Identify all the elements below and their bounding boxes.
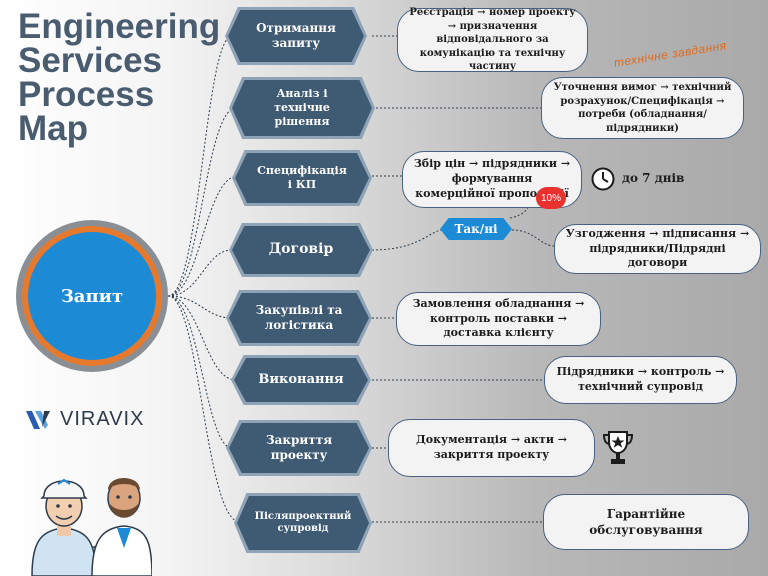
step-6-hexagon[interactable]: Виконання xyxy=(234,358,368,402)
step-2-hexagon[interactable]: Аналіз і технічне рішення xyxy=(232,80,372,136)
step-5-description: Замовлення обладнання → контроль поставк… xyxy=(396,292,601,346)
step-3-description: Збір цін → підрядники → формування комер… xyxy=(402,151,582,208)
step-4-label: Договір xyxy=(268,241,334,258)
title-line-2: Services xyxy=(18,41,163,80)
center-label: Запит xyxy=(60,285,124,307)
step-3-hexagon[interactable]: Специфікація і КП xyxy=(235,153,369,203)
step-1-description-text: Реєстрація → номер проекту → призначення… xyxy=(409,7,576,73)
step-4-description-text: Узгодження → підписання → підрядники/Під… xyxy=(565,226,750,270)
step-1-label: Отримання запиту xyxy=(256,21,336,50)
step-5-label: Закупівлі та логістика xyxy=(255,303,343,332)
duration-label: до 7 днів xyxy=(622,171,685,185)
step-7-label: Закриття проекту xyxy=(265,433,333,462)
step-2-description-text: Уточнення вимог → технічний розрахунок/С… xyxy=(553,82,732,134)
step-6-description-text: Підрядники → контроль → технічний супров… xyxy=(556,365,725,393)
step-7-hexagon[interactable]: Закриття проекту xyxy=(229,423,369,473)
viravix-logo-icon xyxy=(26,410,50,429)
clock-icon xyxy=(591,167,615,191)
step-7-description: Документація → акти → закриття проекту xyxy=(388,419,595,477)
step-8-description-text: Гарантійне обслуговування xyxy=(589,506,703,537)
trophy-icon xyxy=(602,431,634,464)
decision-label: Так/ні xyxy=(440,218,512,240)
step-4-description: Узгодження → підписання → підрядники/Під… xyxy=(554,224,761,274)
step-5-hexagon[interactable]: Закупівлі та логістика xyxy=(229,293,369,343)
step-2-label: Аналіз і технічне рішення xyxy=(274,87,330,128)
title-line-3: Process xyxy=(18,75,155,114)
step-6-description: Підрядники → контроль → технічний супров… xyxy=(544,356,737,404)
page-title: Engineering Services Process Map xyxy=(18,7,228,148)
step-4-hexagon[interactable]: Договір xyxy=(232,226,370,274)
step-3-description-text: Збір цін → підрядники → формування комер… xyxy=(413,157,571,200)
center-node[interactable]: Запит xyxy=(28,232,156,360)
step-8-hexagon[interactable]: Післяпроектний супровід xyxy=(237,496,369,550)
title-line-1: Engineering xyxy=(18,7,221,46)
step-3-label: Специфікація і КП xyxy=(257,164,347,191)
step-5-description-text: Замовлення обладнання → контроль поставк… xyxy=(412,296,585,340)
percent-badge: 10% xyxy=(536,187,566,209)
brand-logo: VIRAVIX xyxy=(26,408,144,431)
title-line-4: Map xyxy=(18,109,88,148)
step-7-description-text: Документація → акти → закриття проекту xyxy=(415,433,568,461)
step-1-description: Реєстрація → номер проекту → призначення… xyxy=(397,7,588,73)
step-8-label: Післяпроектний супровід xyxy=(254,510,352,535)
step-2-description: Уточнення вимог → технічний розрахунок/С… xyxy=(541,77,744,139)
engineers-illustration xyxy=(31,478,152,576)
step-8-description: Гарантійне обслуговування xyxy=(543,494,749,550)
brand-name: VIRAVIX xyxy=(60,408,145,430)
step-6-label: Виконання xyxy=(258,371,344,387)
step-1-hexagon[interactable]: Отримання запиту xyxy=(228,10,364,62)
